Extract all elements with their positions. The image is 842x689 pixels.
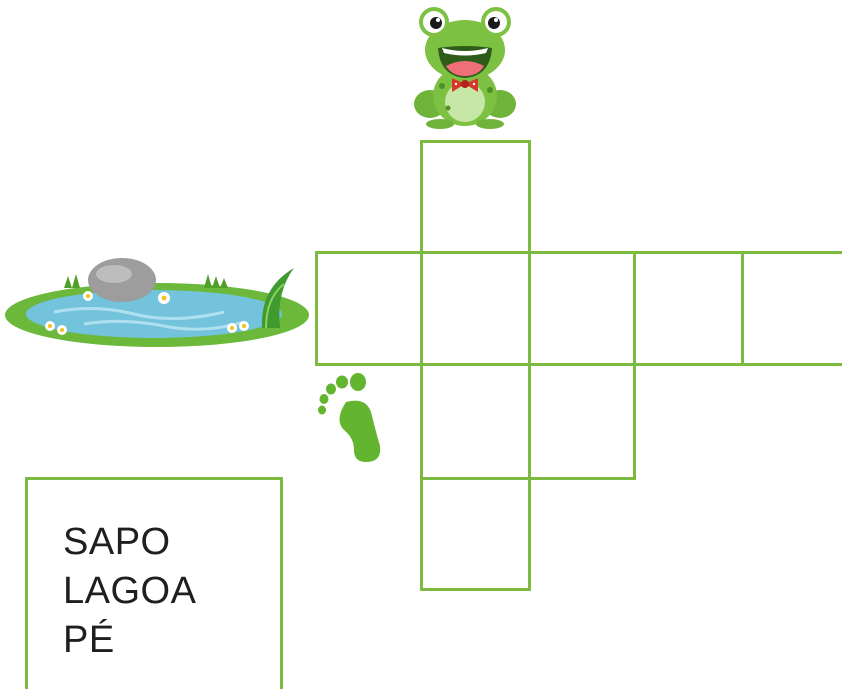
word-bank-item: SAPO (63, 521, 171, 563)
word-bank-item: LAGOA (63, 570, 197, 612)
crossword-cell-lagoa-1[interactable] (315, 251, 423, 366)
word-bank: SAPO LAGOA PÉ (25, 477, 283, 689)
crossword-cell-sapo-4[interactable] (420, 477, 531, 591)
crossword-cell-sapo-2-lagoa-2[interactable] (420, 251, 531, 366)
word-list: SAPO LAGOA PÉ (63, 518, 196, 665)
frog-icon (414, 7, 516, 129)
crossword-cell-lagoa-4[interactable] (633, 251, 744, 366)
crossword-cell-sapo-3-pe-1[interactable] (420, 363, 531, 480)
crossword-cell-lagoa-3[interactable] (528, 251, 636, 366)
foot-icon (318, 373, 381, 462)
crossword-cell-pe-2[interactable] (528, 363, 636, 480)
crossword-cell-sapo-1[interactable] (420, 140, 531, 254)
crossword-cell-lagoa-5[interactable] (741, 251, 842, 366)
pond-icon (5, 258, 309, 347)
word-bank-item: PÉ (63, 619, 115, 661)
